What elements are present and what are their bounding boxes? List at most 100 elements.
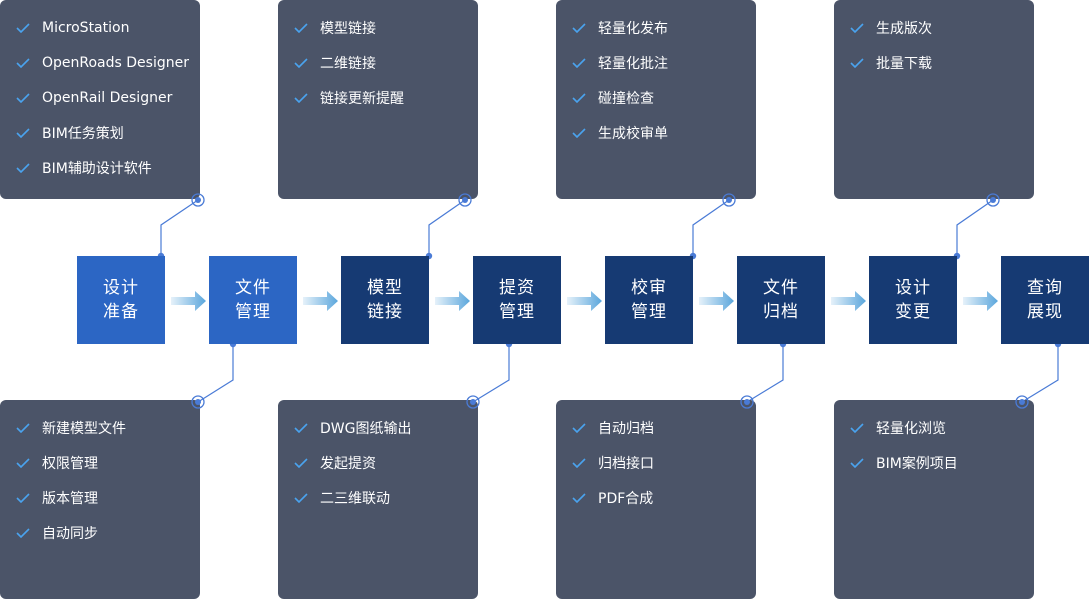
- item-label: 自动同步: [42, 525, 98, 542]
- top-panel-4: 生成版次 批量下载: [834, 0, 1034, 199]
- bottom-panel-2: DWG图纸输出 发起提资 二三维联动: [278, 400, 478, 599]
- list-item: BIM任务策划: [16, 115, 200, 150]
- arrow-right-icon: [567, 291, 602, 311]
- step-label-line2: 归档: [763, 302, 799, 322]
- step-label-line1: 查询: [1027, 278, 1063, 298]
- list-item: 批量下载: [850, 45, 1034, 80]
- check-icon: [16, 491, 42, 505]
- check-icon: [850, 21, 876, 35]
- step-box-5: 校审 管理: [605, 256, 693, 344]
- step-box-7: 设计 变更: [869, 256, 957, 344]
- item-label: 模型链接: [320, 20, 376, 37]
- check-icon: [572, 421, 598, 435]
- list-item: 归档接口: [572, 445, 756, 480]
- step-label-line1: 校审: [631, 278, 667, 298]
- step-label-line2: 管理: [235, 302, 271, 322]
- list-item: 版本管理: [16, 480, 200, 515]
- step-label-line2: 管理: [499, 302, 535, 322]
- item-label: BIM任务策划: [42, 125, 124, 142]
- list-item: BIM辅助设计软件: [16, 150, 200, 185]
- item-label: BIM辅助设计软件: [42, 160, 152, 177]
- item-label: OpenRail Designer: [42, 89, 173, 106]
- bottom-panel-3: 自动归档 归档接口 PDF合成: [556, 400, 756, 599]
- arrow-right-icon: [831, 291, 866, 311]
- list-item: OpenRoads Designer: [16, 45, 200, 80]
- check-icon: [572, 56, 598, 70]
- bottom-panel-4: 轻量化浏览 BIM案例项目: [834, 400, 1034, 599]
- step-box-1: 设计 准备: [77, 256, 165, 344]
- item-label: PDF合成: [598, 490, 654, 507]
- check-icon: [294, 421, 320, 435]
- check-icon: [294, 56, 320, 70]
- list-item: 模型链接: [294, 10, 478, 45]
- step-label-line2: 变更: [895, 302, 931, 322]
- check-icon: [16, 421, 42, 435]
- check-icon: [16, 91, 42, 105]
- check-icon: [572, 126, 598, 140]
- item-label: 生成校审单: [598, 125, 668, 142]
- check-icon: [294, 456, 320, 470]
- check-icon: [294, 91, 320, 105]
- list-item: 轻量化批注: [572, 45, 756, 80]
- item-label: 二维链接: [320, 55, 376, 72]
- item-label: 轻量化批注: [598, 55, 668, 72]
- check-icon: [572, 456, 598, 470]
- step-label-line1: 设计: [895, 278, 931, 298]
- check-icon: [16, 21, 42, 35]
- top-panel-2: 模型链接 二维链接 链接更新提醒: [278, 0, 478, 199]
- arrow-right-icon: [435, 291, 470, 311]
- check-icon: [572, 21, 598, 35]
- list-item: 自动归档: [572, 410, 756, 445]
- step-box-6: 文件 归档: [737, 256, 825, 344]
- step-label-line2: 展现: [1027, 302, 1063, 322]
- check-icon: [294, 21, 320, 35]
- item-label: 轻量化发布: [598, 20, 668, 37]
- list-item: BIM案例项目: [850, 445, 1034, 480]
- list-item: 生成版次: [850, 10, 1034, 45]
- list-item: 链接更新提醒: [294, 80, 478, 115]
- list-item: 发起提资: [294, 445, 478, 480]
- item-label: 链接更新提醒: [320, 90, 404, 107]
- list-item: DWG图纸输出: [294, 410, 478, 445]
- check-icon: [16, 56, 42, 70]
- check-icon: [850, 56, 876, 70]
- check-icon: [16, 126, 42, 140]
- check-icon: [16, 526, 42, 540]
- list-item: 权限管理: [16, 445, 200, 480]
- list-item: 生成校审单: [572, 115, 756, 150]
- arrow-right-icon: [963, 291, 998, 311]
- list-item: 新建模型文件: [16, 410, 200, 445]
- step-box-3: 模型 链接: [341, 256, 429, 344]
- list-item: MicroStation: [16, 10, 200, 45]
- check-icon: [572, 491, 598, 505]
- list-item: OpenRail Designer: [16, 80, 200, 115]
- list-item: 二维链接: [294, 45, 478, 80]
- step-label-line1: 文件: [235, 278, 271, 298]
- item-label: OpenRoads Designer: [42, 54, 189, 71]
- item-label: 二三维联动: [320, 490, 390, 507]
- item-label: 归档接口: [598, 455, 654, 472]
- step-label-line1: 提资: [499, 278, 535, 298]
- list-item: 二三维联动: [294, 480, 478, 515]
- step-label-line1: 模型: [367, 278, 403, 298]
- check-icon: [572, 91, 598, 105]
- list-item: 轻量化发布: [572, 10, 756, 45]
- step-label-line2: 管理: [631, 302, 667, 322]
- step-box-8: 查询 展现: [1001, 256, 1089, 344]
- check-icon: [16, 456, 42, 470]
- item-label: BIM案例项目: [876, 455, 958, 472]
- item-label: 批量下载: [876, 55, 932, 72]
- list-item: PDF合成: [572, 480, 756, 515]
- check-icon: [294, 491, 320, 505]
- item-label: DWG图纸输出: [320, 420, 412, 437]
- step-box-4: 提资 管理: [473, 256, 561, 344]
- item-label: 碰撞检查: [598, 90, 654, 107]
- item-label: 新建模型文件: [42, 420, 126, 437]
- check-icon: [16, 161, 42, 175]
- check-icon: [850, 456, 876, 470]
- arrow-right-icon: [303, 291, 338, 311]
- item-label: 轻量化浏览: [876, 420, 946, 437]
- check-icon: [850, 421, 876, 435]
- item-label: 自动归档: [598, 420, 654, 437]
- item-label: MicroStation: [42, 19, 130, 36]
